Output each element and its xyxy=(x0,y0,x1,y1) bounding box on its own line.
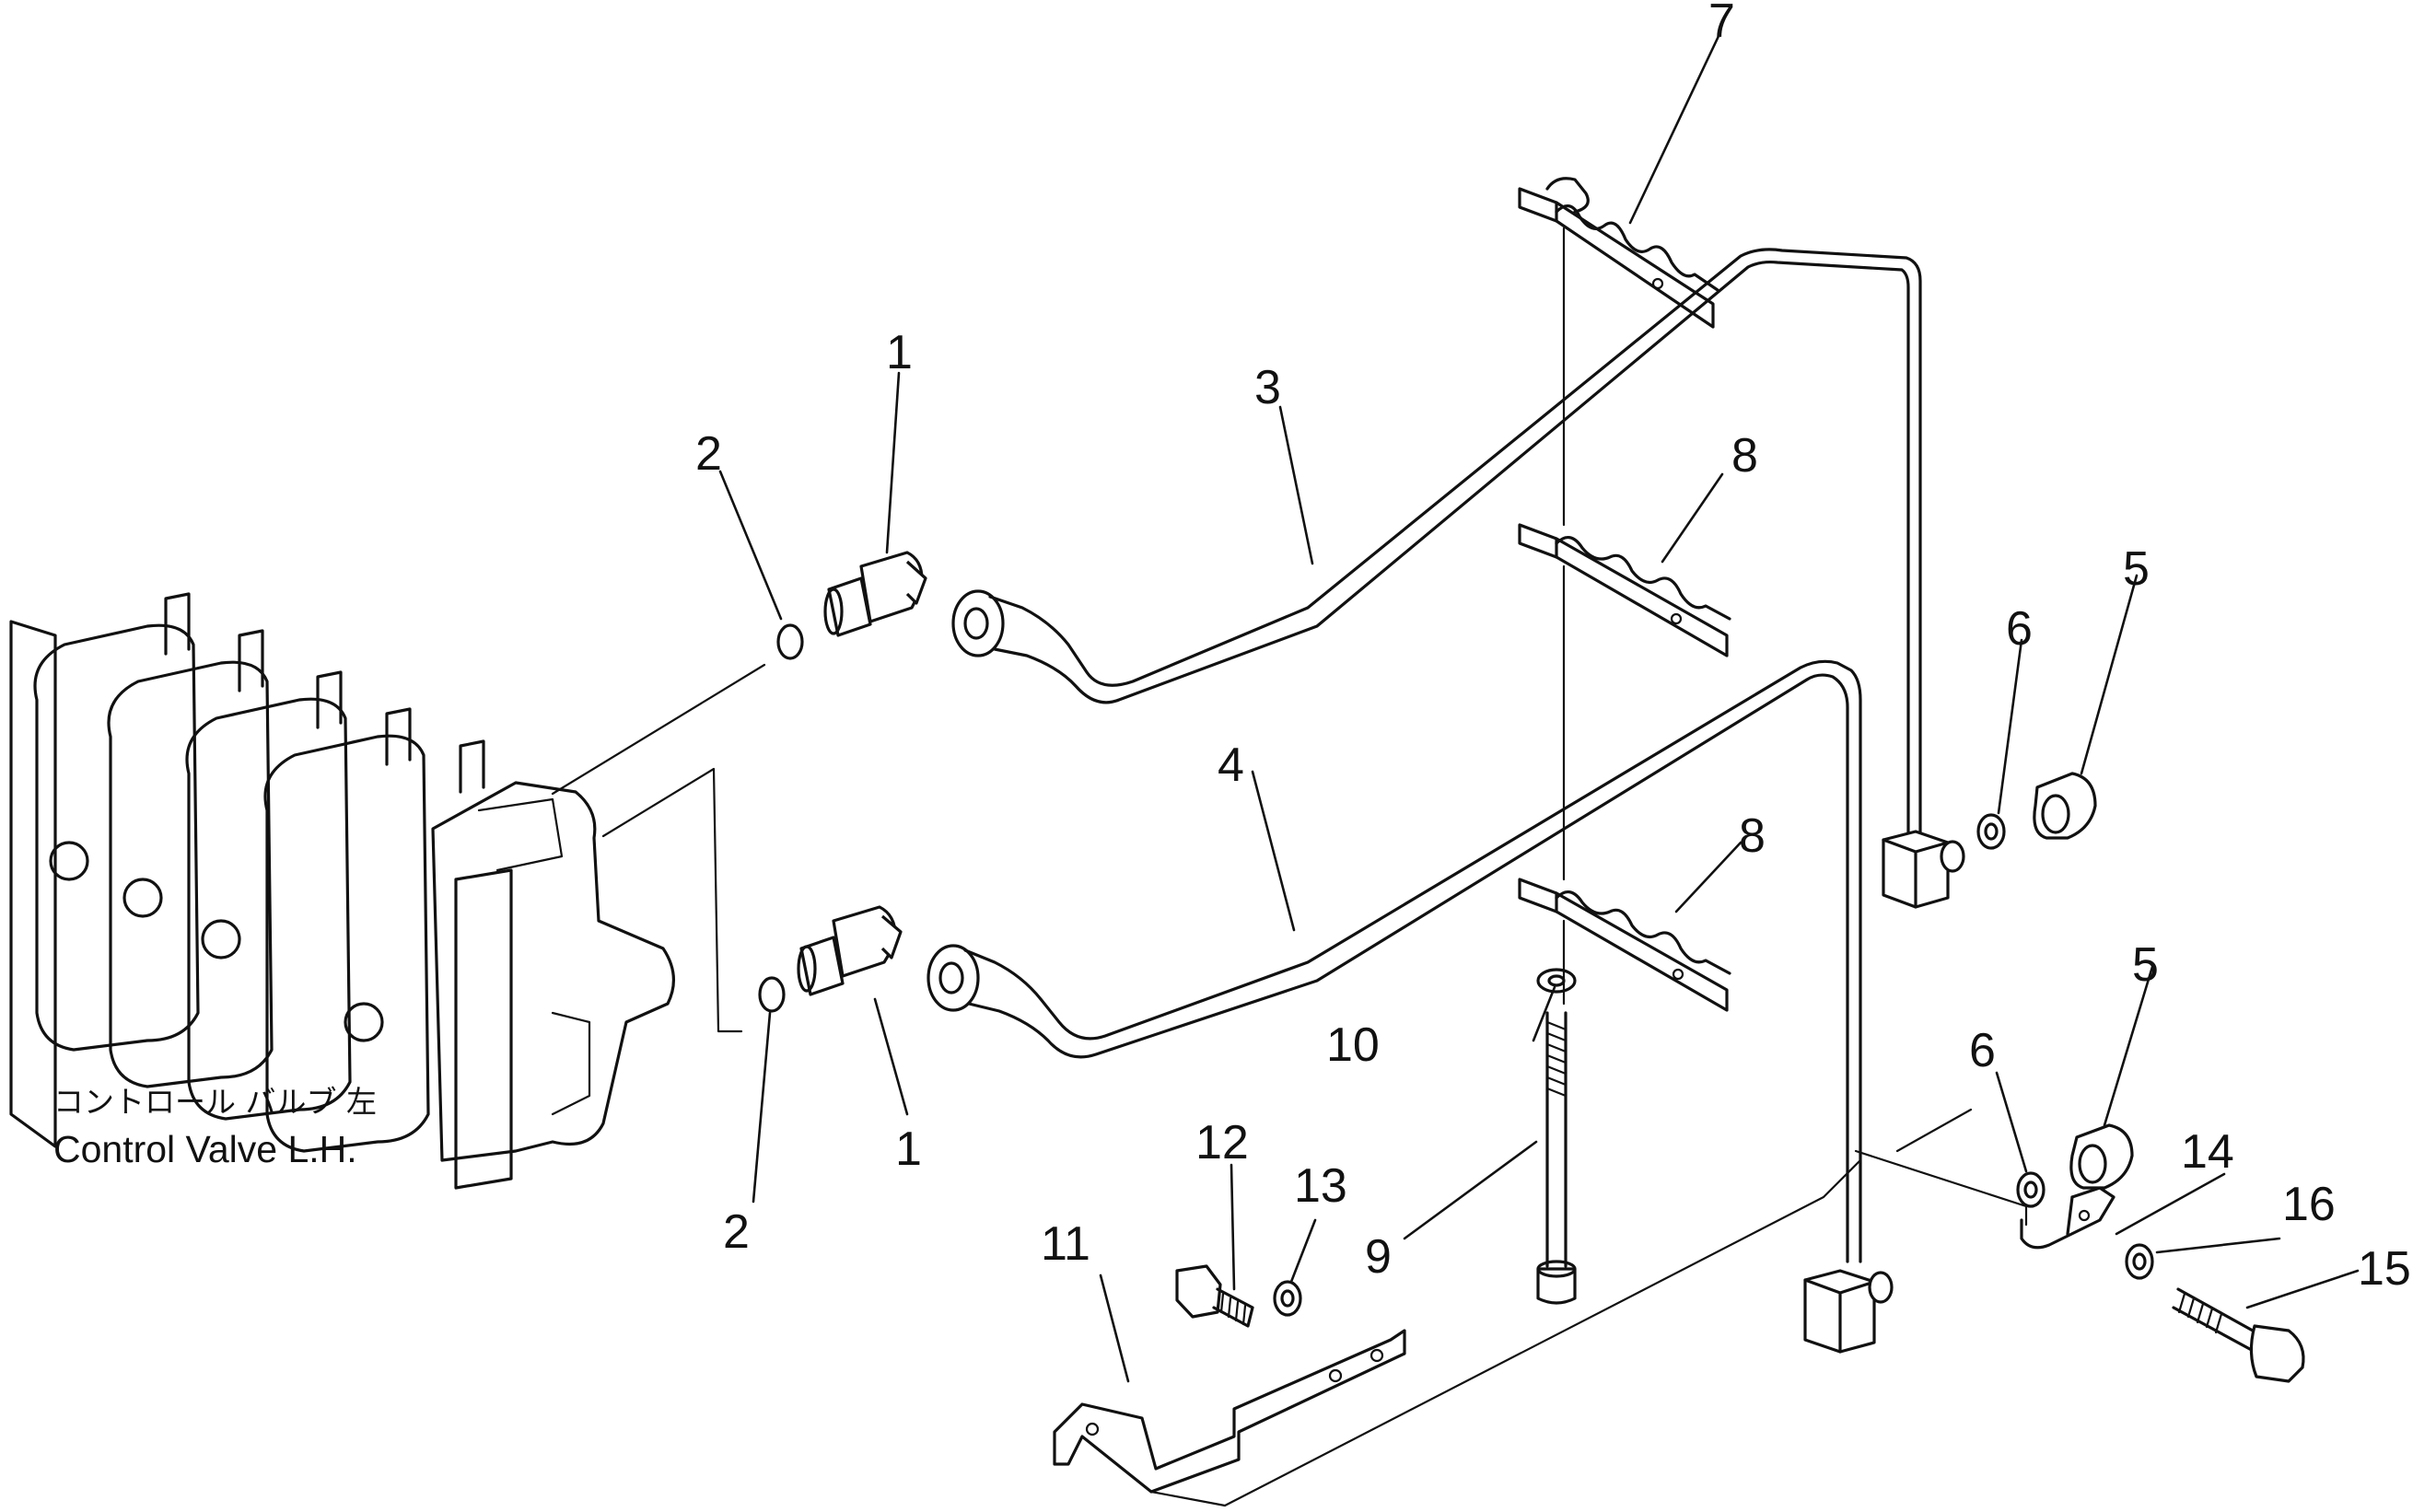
clamp-8-upper xyxy=(1518,523,1731,657)
tube-3 xyxy=(951,248,1922,842)
callout-4: 4 xyxy=(1218,739,1244,792)
bolt-15 xyxy=(2172,1287,2305,1383)
callout-9: 9 xyxy=(1365,1230,1392,1284)
nut-cap-lower xyxy=(2069,1123,2134,1190)
callout-1-lower: 1 xyxy=(895,1122,922,1176)
callout-8-lower: 8 xyxy=(1739,809,1766,863)
callout-1-upper: 1 xyxy=(886,326,913,379)
callout-3: 3 xyxy=(1254,361,1281,414)
callout-7: 7 xyxy=(1708,0,1735,48)
tube-end-block-lower xyxy=(1803,1269,1894,1354)
caption-japanese: コントロール バルブ 左 xyxy=(53,1084,377,1120)
callout-13: 13 xyxy=(1294,1159,1347,1213)
plug-lower xyxy=(2016,1171,2046,1208)
callout-14: 14 xyxy=(2181,1125,2234,1179)
o-ring-upper xyxy=(776,623,804,660)
long-bolt-9 xyxy=(1536,1011,1577,1305)
tube-end-block-upper xyxy=(1882,830,1965,909)
bracket-11 xyxy=(1053,1108,2028,1507)
callout-11: 11 xyxy=(1041,1217,1090,1271)
elbow-fitting-lower xyxy=(797,905,903,996)
tube-4 xyxy=(927,659,1862,1263)
elbow-fitting-upper xyxy=(823,551,927,637)
callout-2-lower: 2 xyxy=(723,1205,750,1259)
leader-lines xyxy=(718,30,2360,1383)
callout-12: 12 xyxy=(1195,1116,1249,1169)
callout-10: 10 xyxy=(1326,1018,1380,1072)
washer-13 xyxy=(1273,1280,1302,1317)
callout-2-upper: 2 xyxy=(695,427,722,481)
plug-upper xyxy=(1976,813,2006,850)
clamp-7 xyxy=(1518,177,1719,329)
callout-5-upper: 5 xyxy=(2123,542,2150,596)
bolt-12 xyxy=(1175,1264,1254,1328)
clip-14 xyxy=(2020,1186,2115,1250)
callout-15: 15 xyxy=(2358,1242,2411,1296)
control-valve xyxy=(9,592,766,1190)
callout-16: 16 xyxy=(2282,1178,2336,1231)
callout-labels: 1 2 3 4 7 8 8 5 5 6 6 10 9 11 12 13 14 1… xyxy=(695,0,2411,1296)
nut-cap-upper xyxy=(2033,772,2097,840)
o-ring-lower xyxy=(758,976,786,1013)
clamp-8-lower xyxy=(1518,878,1731,1012)
washer-16 xyxy=(2125,1243,2154,1280)
callout-5-lower: 5 xyxy=(2132,938,2159,992)
callout-6-lower: 6 xyxy=(1969,1024,1996,1077)
callout-6-upper: 6 xyxy=(2006,602,2033,656)
caption-english: Control Valve L.H. xyxy=(53,1128,357,1170)
valve-caption: コントロール バルブ 左 Control Valve L.H. xyxy=(53,1084,377,1170)
washer-10 xyxy=(1536,968,1577,994)
callout-8-upper: 8 xyxy=(1731,429,1758,483)
